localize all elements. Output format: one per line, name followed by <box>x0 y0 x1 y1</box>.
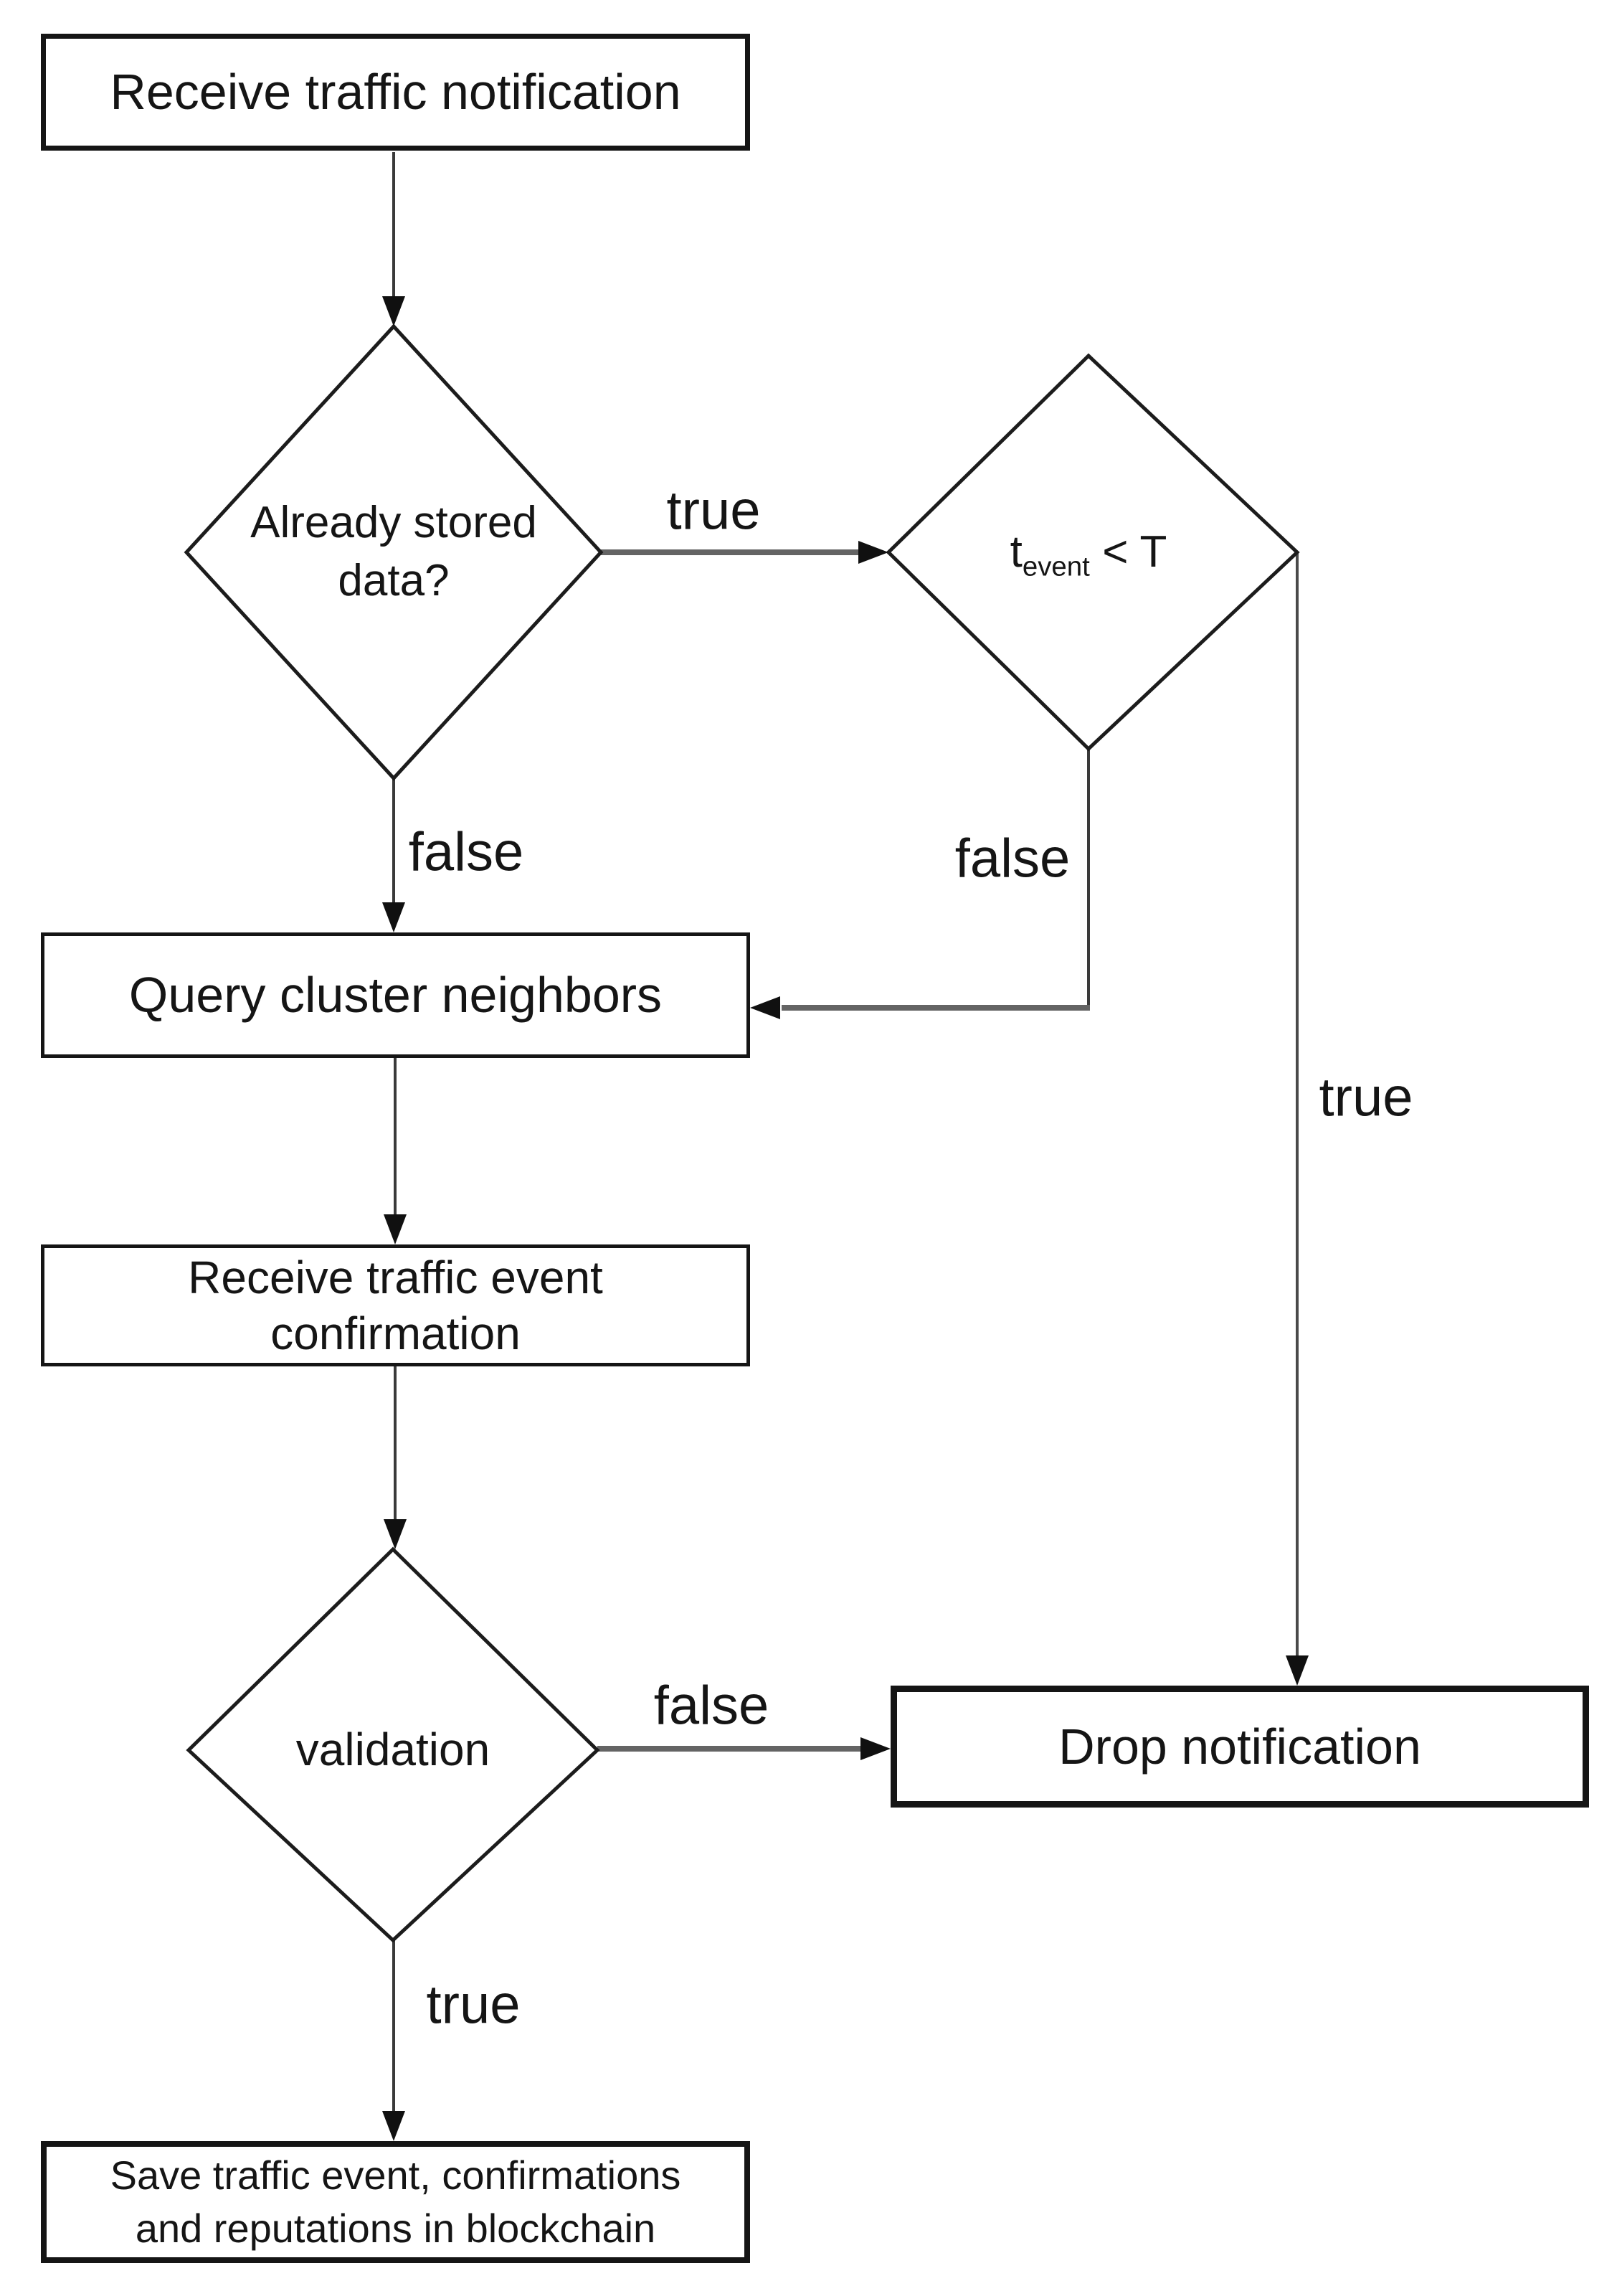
t-event-symbol: t <box>1010 526 1023 577</box>
arrowhead-down-icon <box>382 296 405 326</box>
node-label-line: Already stored <box>250 498 537 548</box>
edge-label-already-stored-false: false <box>408 821 524 883</box>
node-receive-traffic-notification: Receive traffic notification <box>41 34 750 151</box>
decision-already-stored-shape <box>184 323 604 781</box>
arrowhead-left-icon <box>750 996 780 1019</box>
t-event-expression: tevent < T <box>1010 524 1167 582</box>
decision-validation-shape <box>186 1546 600 1943</box>
edge-label-t-event-false: false <box>954 828 1071 889</box>
node-label: Receive traffic event confirmation <box>44 1249 746 1361</box>
arrowhead-down-icon <box>382 902 405 932</box>
arrowhead-down-icon <box>384 1214 407 1244</box>
node-label: Drop notification <box>1058 1718 1421 1775</box>
decision-already-stored-label: Already stored data? <box>207 459 580 646</box>
node-label-line: Receive traffic event <box>188 1251 603 1303</box>
edge-label-already-stored-true: true <box>666 480 761 542</box>
node-label: Receive traffic notification <box>110 64 681 121</box>
node-label-line: confirmation <box>270 1308 521 1359</box>
node-label-line: data? <box>338 556 450 605</box>
node-label-line: validation <box>295 1724 490 1776</box>
edge-label-t-event-true: true <box>1319 1067 1413 1128</box>
decision-t-event-label: tevent < T <box>902 495 1275 610</box>
node-label: Query cluster neighbors <box>128 967 663 1024</box>
t-event-comparison: < T <box>1102 526 1167 577</box>
edge-label-validation-true: true <box>426 1974 521 2036</box>
node-label-line: Save traffic event, confirmations <box>110 2153 681 2198</box>
node-drop-notification: Drop notification <box>891 1686 1589 1808</box>
edge-label-validation-false: false <box>653 1675 769 1737</box>
arrowhead-right-icon <box>860 1737 891 1760</box>
arrowhead-down-icon <box>1286 1655 1309 1686</box>
node-query-cluster-neighbors: Query cluster neighbors <box>41 932 750 1058</box>
node-receive-traffic-event-confirmation: Receive traffic event confirmation <box>41 1244 750 1366</box>
arrowhead-down-icon <box>384 1519 407 1549</box>
node-label: Save traffic event, confirmations and re… <box>47 2149 744 2255</box>
node-save-in-blockchain: Save traffic event, confirmations and re… <box>41 2141 750 2263</box>
t-event-subscript: event <box>1022 551 1090 582</box>
decision-validation-label: validation <box>207 1693 579 1808</box>
arrowhead-down-icon <box>382 2111 405 2141</box>
decision-t-event-shape <box>886 353 1300 752</box>
arrowhead-right-icon <box>858 541 888 564</box>
node-label-line: and reputations in blockchain <box>135 2206 656 2251</box>
